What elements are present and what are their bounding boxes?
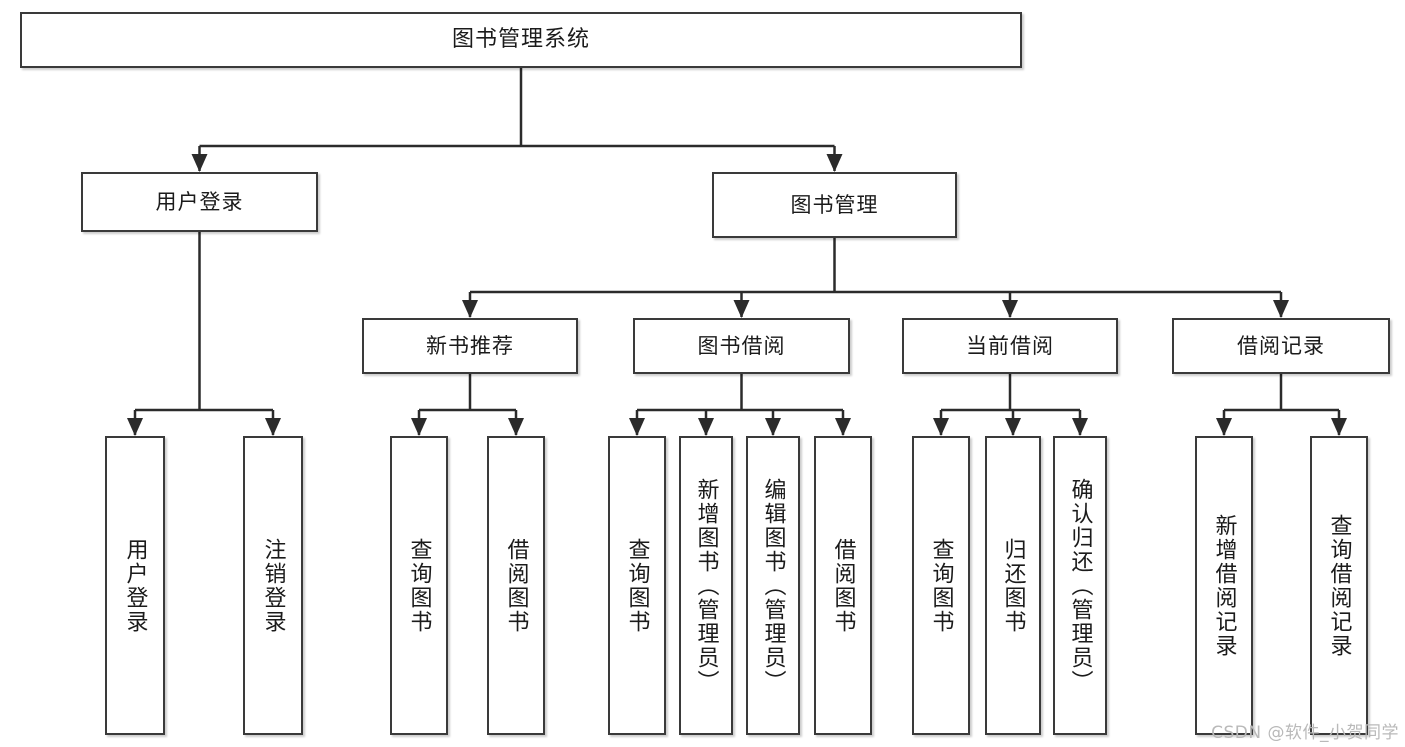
node-new-book-recommend[interactable]: 新书推荐 bbox=[362, 318, 578, 374]
node-leaf-query-book-current[interactable]: 查询图书 bbox=[912, 436, 970, 735]
node-label: 图书管理系统 bbox=[451, 27, 590, 53]
node-leaf-add-borrow-record[interactable]: 新增借阅记录 bbox=[1195, 436, 1253, 735]
node-label: 新增图书（管理员） bbox=[693, 477, 719, 694]
node-label: 图书管理 bbox=[790, 192, 879, 217]
node-label: 查询借阅记录 bbox=[1326, 513, 1352, 658]
node-leaf-query-book-borrow[interactable]: 查询图书 bbox=[608, 436, 666, 735]
node-label: 查询图书 bbox=[624, 537, 650, 634]
node-leaf-query-book-recommend[interactable]: 查询图书 bbox=[390, 436, 448, 735]
node-label: 用户登录 bbox=[155, 189, 244, 214]
node-leaf-edit-book-admin[interactable]: 编辑图书（管理员） bbox=[746, 436, 800, 735]
node-book-manage[interactable]: 图书管理 bbox=[712, 172, 957, 238]
node-label: 借阅记录 bbox=[1237, 333, 1325, 358]
node-root-system[interactable]: 图书管理系统 bbox=[20, 12, 1022, 68]
node-label: 图书借阅 bbox=[697, 333, 786, 358]
node-label: 用户登录 bbox=[122, 537, 148, 634]
node-label: 编辑图书（管理员） bbox=[760, 477, 786, 694]
node-label: 注销登录 bbox=[260, 537, 286, 634]
node-label: 新书推荐 bbox=[426, 333, 514, 358]
node-borrow-record[interactable]: 借阅记录 bbox=[1172, 318, 1390, 374]
node-label: 当前借阅 bbox=[966, 333, 1054, 358]
watermark: CSDN @软件_小贺同学 bbox=[1211, 723, 1399, 743]
node-label: 新增借阅记录 bbox=[1211, 513, 1237, 658]
node-leaf-return-book[interactable]: 归还图书 bbox=[985, 436, 1041, 735]
node-book-borrow[interactable]: 图书借阅 bbox=[633, 318, 850, 374]
node-leaf-query-borrow-record[interactable]: 查询借阅记录 bbox=[1310, 436, 1368, 735]
node-leaf-add-book-admin[interactable]: 新增图书（管理员） bbox=[679, 436, 733, 735]
node-leaf-confirm-return-admin[interactable]: 确认归还（管理员） bbox=[1053, 436, 1107, 735]
node-current-borrow[interactable]: 当前借阅 bbox=[902, 318, 1118, 374]
node-label: 查询图书 bbox=[928, 537, 954, 634]
node-leaf-borrow-book-recommend[interactable]: 借阅图书 bbox=[487, 436, 545, 735]
node-leaf-user-login[interactable]: 用户登录 bbox=[105, 436, 165, 735]
node-leaf-user-logout[interactable]: 注销登录 bbox=[243, 436, 303, 735]
node-label: 确认归还（管理员） bbox=[1067, 477, 1093, 694]
node-label: 借阅图书 bbox=[830, 537, 856, 634]
node-label: 查询图书 bbox=[406, 537, 432, 634]
node-leaf-borrow-book[interactable]: 借阅图书 bbox=[814, 436, 872, 735]
node-label: 借阅图书 bbox=[503, 537, 529, 634]
node-user-login[interactable]: 用户登录 bbox=[81, 172, 318, 232]
node-label: 归还图书 bbox=[1000, 537, 1026, 634]
